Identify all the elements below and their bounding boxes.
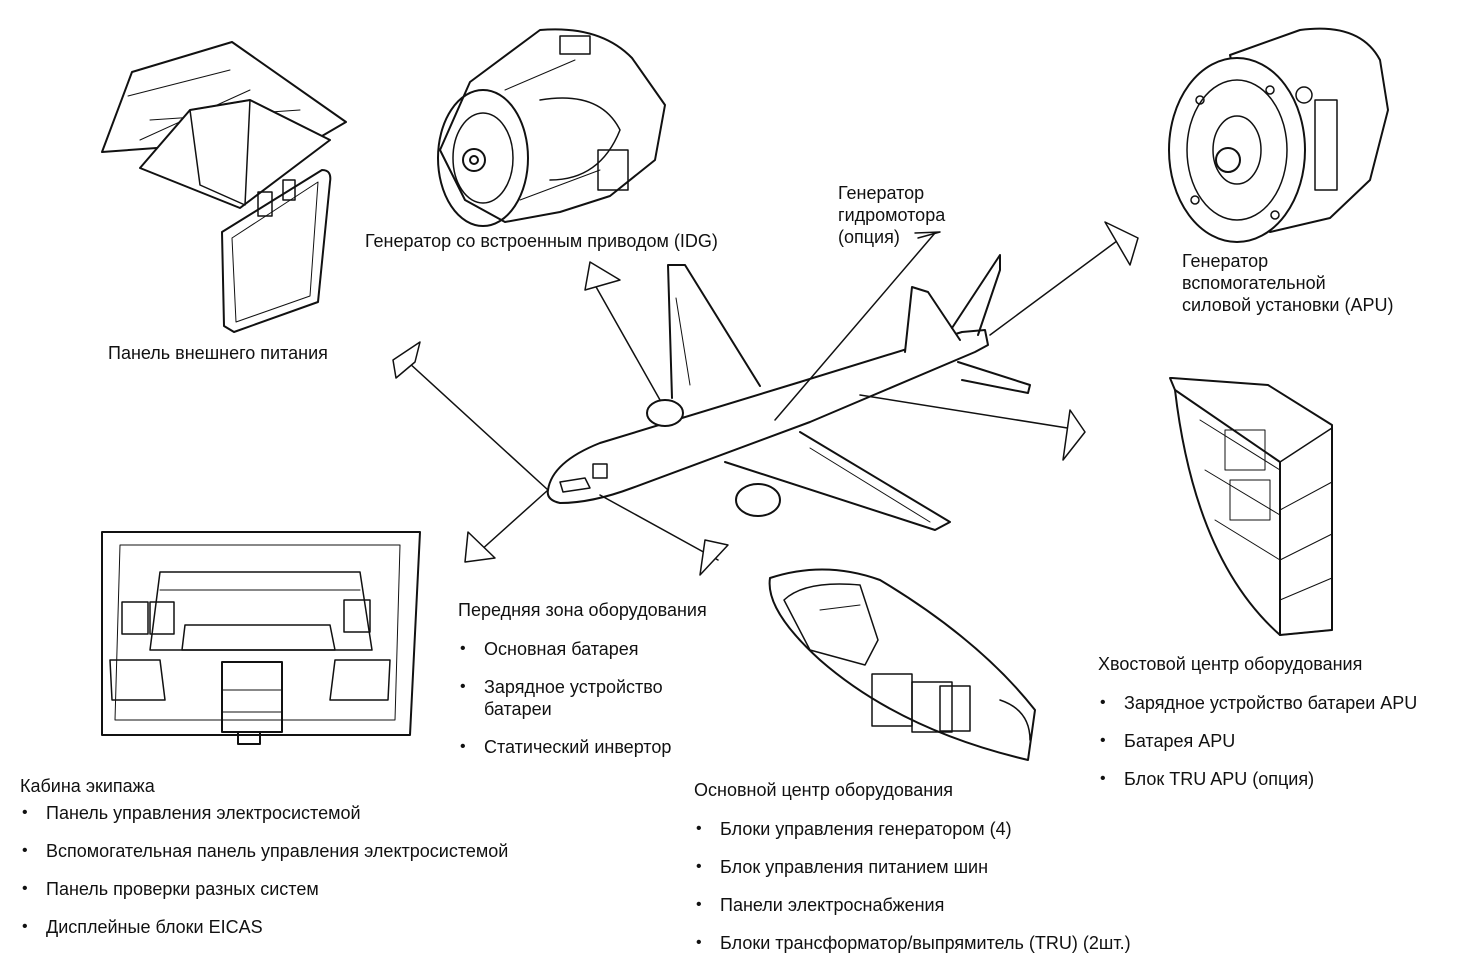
hydraulic-generator-label: Генератор гидромотора (опция): [838, 183, 946, 247]
main-equipment-center-drawing: [768, 568, 1036, 761]
cockpit-item: Дисплейные блоки EICAS: [20, 916, 508, 938]
tail-center-item: Батарея APU: [1098, 730, 1417, 752]
idg-label: Генератор со встроенным приводом (IDG): [365, 231, 718, 251]
tail-center-item: Зарядное устройство батареи APU: [1098, 692, 1417, 714]
idg-drawing: [437, 28, 666, 227]
main-center-item: Блоки трансформатор/выпрямитель (TRU) (2…: [694, 932, 1131, 954]
apu-generator-drawing: [1168, 27, 1389, 243]
cockpit-title: Кабина экипажа: [20, 776, 155, 796]
main-center-block: Основной центр оборудования Блоки управл…: [694, 778, 1131, 954]
airplane-drawing: [546, 254, 1031, 531]
forward-zone-list: Основная батарея Зарядное устройство бат…: [458, 638, 707, 758]
cockpit-block: Кабина экипажа Панель управления электро…: [20, 774, 508, 938]
main-center-item: Блоки управления генератором (4): [694, 818, 1131, 840]
apu-generator-label: Генератор вспомогательной силовой устано…: [1182, 251, 1394, 315]
tail-center-title: Хвостовой центр оборудования: [1098, 654, 1363, 674]
cockpit-item: Вспомогательная панель управления электр…: [20, 840, 508, 862]
main-center-item: Блок управления питанием шин: [694, 856, 1131, 878]
external-power-panel-label: Панель внешнего питания: [108, 343, 328, 363]
forward-zone-block: Передняя зона оборудования Основная бата…: [458, 598, 707, 758]
forward-zone-title: Передняя зона оборудования: [458, 600, 707, 620]
cockpit-item: Панель проверки разных систем: [20, 878, 508, 900]
tail-rack-drawing: [1169, 377, 1333, 636]
callout-arrows: [392, 221, 1139, 576]
tail-center-item: Блок TRU APU (опция): [1098, 768, 1417, 790]
tail-center-block: Хвостовой центр оборудования Зарядное ус…: [1098, 652, 1417, 790]
main-center-item: Панели электроснабжения: [694, 894, 1131, 916]
external-power-panel-drawing: [101, 41, 347, 333]
forward-zone-item: Основная батарея: [458, 638, 707, 660]
tail-center-list: Зарядное устройство батареи APU Батарея …: [1098, 692, 1417, 790]
flight-deck-drawing: [101, 531, 421, 745]
forward-zone-item: Зарядное устройство батареи: [458, 676, 707, 720]
main-center-title: Основной центр оборудования: [694, 780, 954, 800]
main-center-list: Блоки управления генератором (4) Блок уп…: [694, 818, 1131, 954]
forward-zone-item: Статический инвертор: [458, 736, 707, 758]
cockpit-list: Панель управления электросистемой Вспомо…: [20, 802, 508, 938]
cockpit-item: Панель управления электросистемой: [20, 802, 508, 824]
